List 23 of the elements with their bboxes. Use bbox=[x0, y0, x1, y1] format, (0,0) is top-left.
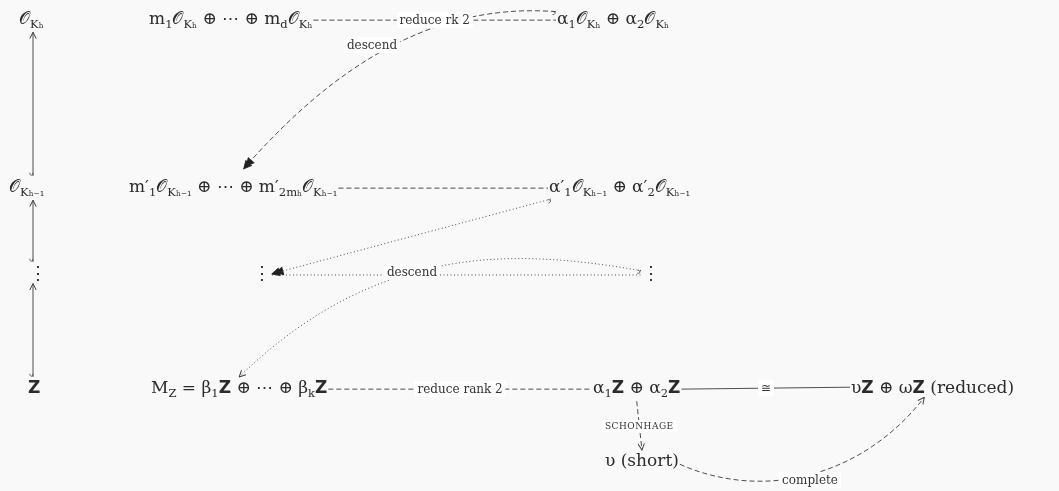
math-expression: α$_{1}$𝒪$_{Kₕ}$ ⊕ α$_{2}$𝒪$_{Kₕ}$ bbox=[556, 8, 670, 33]
edge-label: reduce rank 2 bbox=[414, 381, 506, 398]
edge-label: descend bbox=[383, 264, 441, 280]
math-expression: m$_{1}$𝒪$_{Kₕ}$ ⊕ ⋯ ⊕ m$_{d}$𝒪$_{Kₕ}$ bbox=[148, 8, 314, 33]
math-expression: α$_{1}$Z ⊕ α$_{2}$Z bbox=[592, 377, 682, 402]
edge-label: complete bbox=[779, 472, 841, 488]
edge-label: SCHONHAGE bbox=[601, 419, 677, 432]
math-expression: M$_{Z}$ = β$_{1}$Z ⊕ ⋯ ⊕ β$_{k}$Z bbox=[150, 377, 329, 402]
math-expression: Z bbox=[27, 377, 42, 398]
math-expression: m′$_{1}$𝒪$_{Kₕ₋₁}$ ⊕ ⋯ ⊕ m′$_{2mₕ}$𝒪$_{Kₕ₋₁}$ bbox=[128, 176, 339, 201]
math-expression: α′$_{1}$𝒪$_{Kₕ₋₁}$ ⊕ α′$_{2}$𝒪$_{Kₕ₋₁}$ bbox=[548, 176, 692, 201]
math-expression: υ (short) bbox=[604, 450, 680, 471]
math-expression: 𝒪$_{Kₕ₋₁}$ bbox=[8, 176, 46, 201]
math-expression: 𝒪$_{Kₕ}$ bbox=[18, 8, 45, 33]
edge-label: reduce rk 2 bbox=[396, 12, 473, 29]
math-expression: υZ ⊕ ωZ (reduced) bbox=[850, 377, 1016, 398]
connector-line bbox=[338, 187, 549, 189]
edge-label: descend bbox=[343, 37, 401, 53]
edge-label: ≅ bbox=[757, 380, 774, 397]
math-expression: ⋮ bbox=[641, 262, 661, 284]
math-expression: ⋮ bbox=[28, 262, 48, 284]
math-expression: ⋮ bbox=[252, 262, 272, 284]
connector-line bbox=[680, 386, 851, 390]
